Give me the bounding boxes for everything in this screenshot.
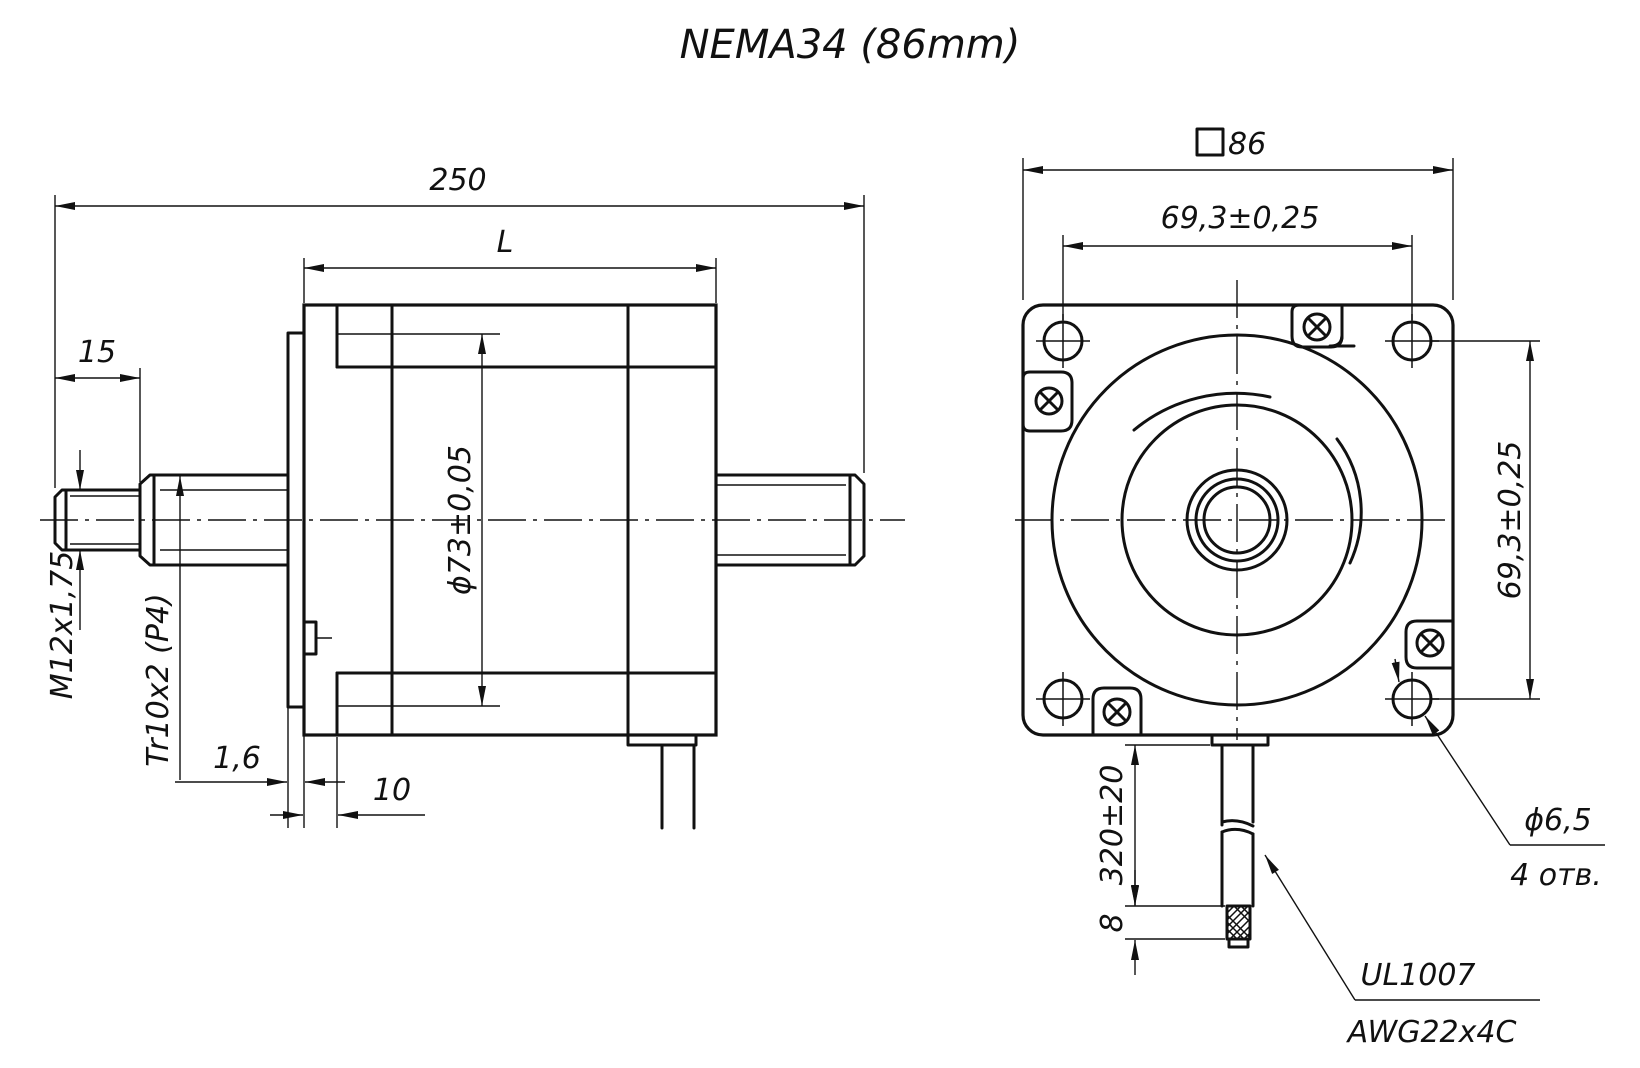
dim-lead-length: 320±20 8 (1095, 744, 1225, 975)
label-lead-strip: 8 (1095, 913, 1130, 932)
screw-icon (1102, 697, 1132, 727)
label-hole-diameter: ϕ6,5 (1524, 803, 1592, 838)
label-hole-count: 4 отв. (1510, 858, 1602, 893)
side-lead-wire (626, 733, 698, 830)
dim-hole-diameter: ϕ6,5 4 отв. (1391, 658, 1605, 893)
dim-flange-size: 86 (1022, 127, 1454, 300)
front-lead-wire (1210, 733, 1270, 949)
label-hole-spacing-vertical: 69,3±0,25 (1493, 441, 1528, 600)
dim-thread-shaft: Tr10x2 (P4) (141, 476, 184, 780)
label-pilot-depth: 10 (373, 773, 411, 808)
dim-overall-length: 250 (54, 163, 865, 488)
label-thread-front: M12x1,75 (45, 551, 80, 700)
pilot-flange (286, 331, 332, 709)
mounting-holes (1036, 314, 1439, 726)
dim-body-length: L (303, 225, 717, 303)
screw-icon (1415, 628, 1445, 658)
dim-thread-front: M12x1,75 (45, 450, 84, 700)
dim-pilot-depth: 10 (270, 737, 425, 828)
front-shaft (53, 473, 290, 567)
label-front-shaft-step: 15 (78, 335, 116, 370)
front-shaft-outer (1185, 468, 1289, 572)
screw-icon (1302, 312, 1332, 342)
dim-hole-spacing-horizontal: 69,3±0,25 (1062, 201, 1413, 320)
front-arc-top (1132, 391, 1272, 432)
front-boss (1050, 333, 1424, 707)
label-flange-thickness: 1,6 (213, 741, 261, 776)
screw-icon (1034, 386, 1064, 416)
screw-pads (1021, 303, 1455, 737)
label-wire-type: UL1007 (1360, 958, 1475, 993)
label-hole-spacing-horizontal: 69,3±0,25 (1161, 201, 1320, 236)
drawing-title: NEMA34 (86mm) (680, 22, 1021, 68)
front-arc-right (1335, 437, 1363, 565)
square-symbol-icon (1195, 127, 1225, 157)
front-shaft-middle (1194, 477, 1280, 563)
label-wire-gauge: AWG22x4C (1346, 1015, 1517, 1050)
dim-pilot-diameter: ϕ73±0,05 (443, 334, 486, 706)
rear-shaft (714, 473, 866, 567)
side-view: 250 L 15 M12x1,75 Tr10x2 (P4) (40, 163, 905, 830)
dim-front-shaft-step: 15 (55, 335, 141, 482)
label-thread-shaft: Tr10x2 (P4) (141, 593, 176, 766)
label-overall-length: 250 (429, 163, 486, 198)
front-view: 86 69,3±0,25 69,3±0,25 ϕ6,5 4 отв. (1015, 127, 1605, 1050)
label-body-length: L (497, 225, 514, 260)
label-pilot-diameter: ϕ73±0,05 (443, 445, 478, 595)
front-shaft-inner (1202, 485, 1272, 555)
label-lead-length: 320±20 (1095, 765, 1130, 886)
dim-hole-spacing-vertical: 69,3±0,25 (1432, 340, 1540, 700)
dim-flange-thickness: 1,6 (175, 708, 345, 828)
label-flange-size: 86 (1228, 127, 1266, 162)
front-pilot-ring (1120, 403, 1354, 637)
wire-spec-leader: UL1007 AWG22x4C (1264, 854, 1540, 1050)
